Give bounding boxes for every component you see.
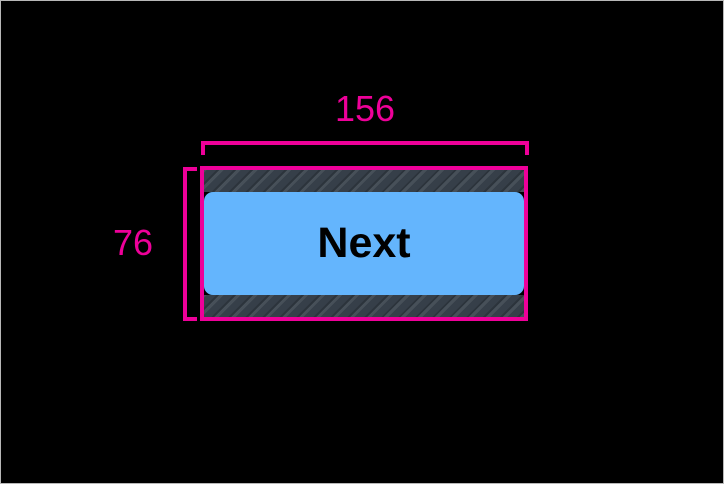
height-measurement-label: 76 <box>112 222 154 263</box>
height-dimension-tick-top <box>183 167 197 171</box>
height-dimension-tick-bottom <box>183 317 197 321</box>
width-dimension-line <box>201 141 529 145</box>
width-dimension-tick-right <box>525 141 529 155</box>
next-button[interactable]: Next <box>204 192 524 295</box>
height-dimension-line <box>183 167 187 321</box>
width-dimension-tick-left <box>201 141 205 155</box>
width-dimension-bracket <box>201 141 529 155</box>
width-measurement-label: 156 <box>334 88 396 129</box>
padding-band-bottom <box>204 295 524 317</box>
height-dimension-bracket <box>183 167 197 321</box>
next-button-label: Next <box>317 219 411 267</box>
element-selection-frame: Next <box>200 166 528 321</box>
element-box-model: Next <box>204 170 524 317</box>
padding-band-top <box>204 170 524 192</box>
